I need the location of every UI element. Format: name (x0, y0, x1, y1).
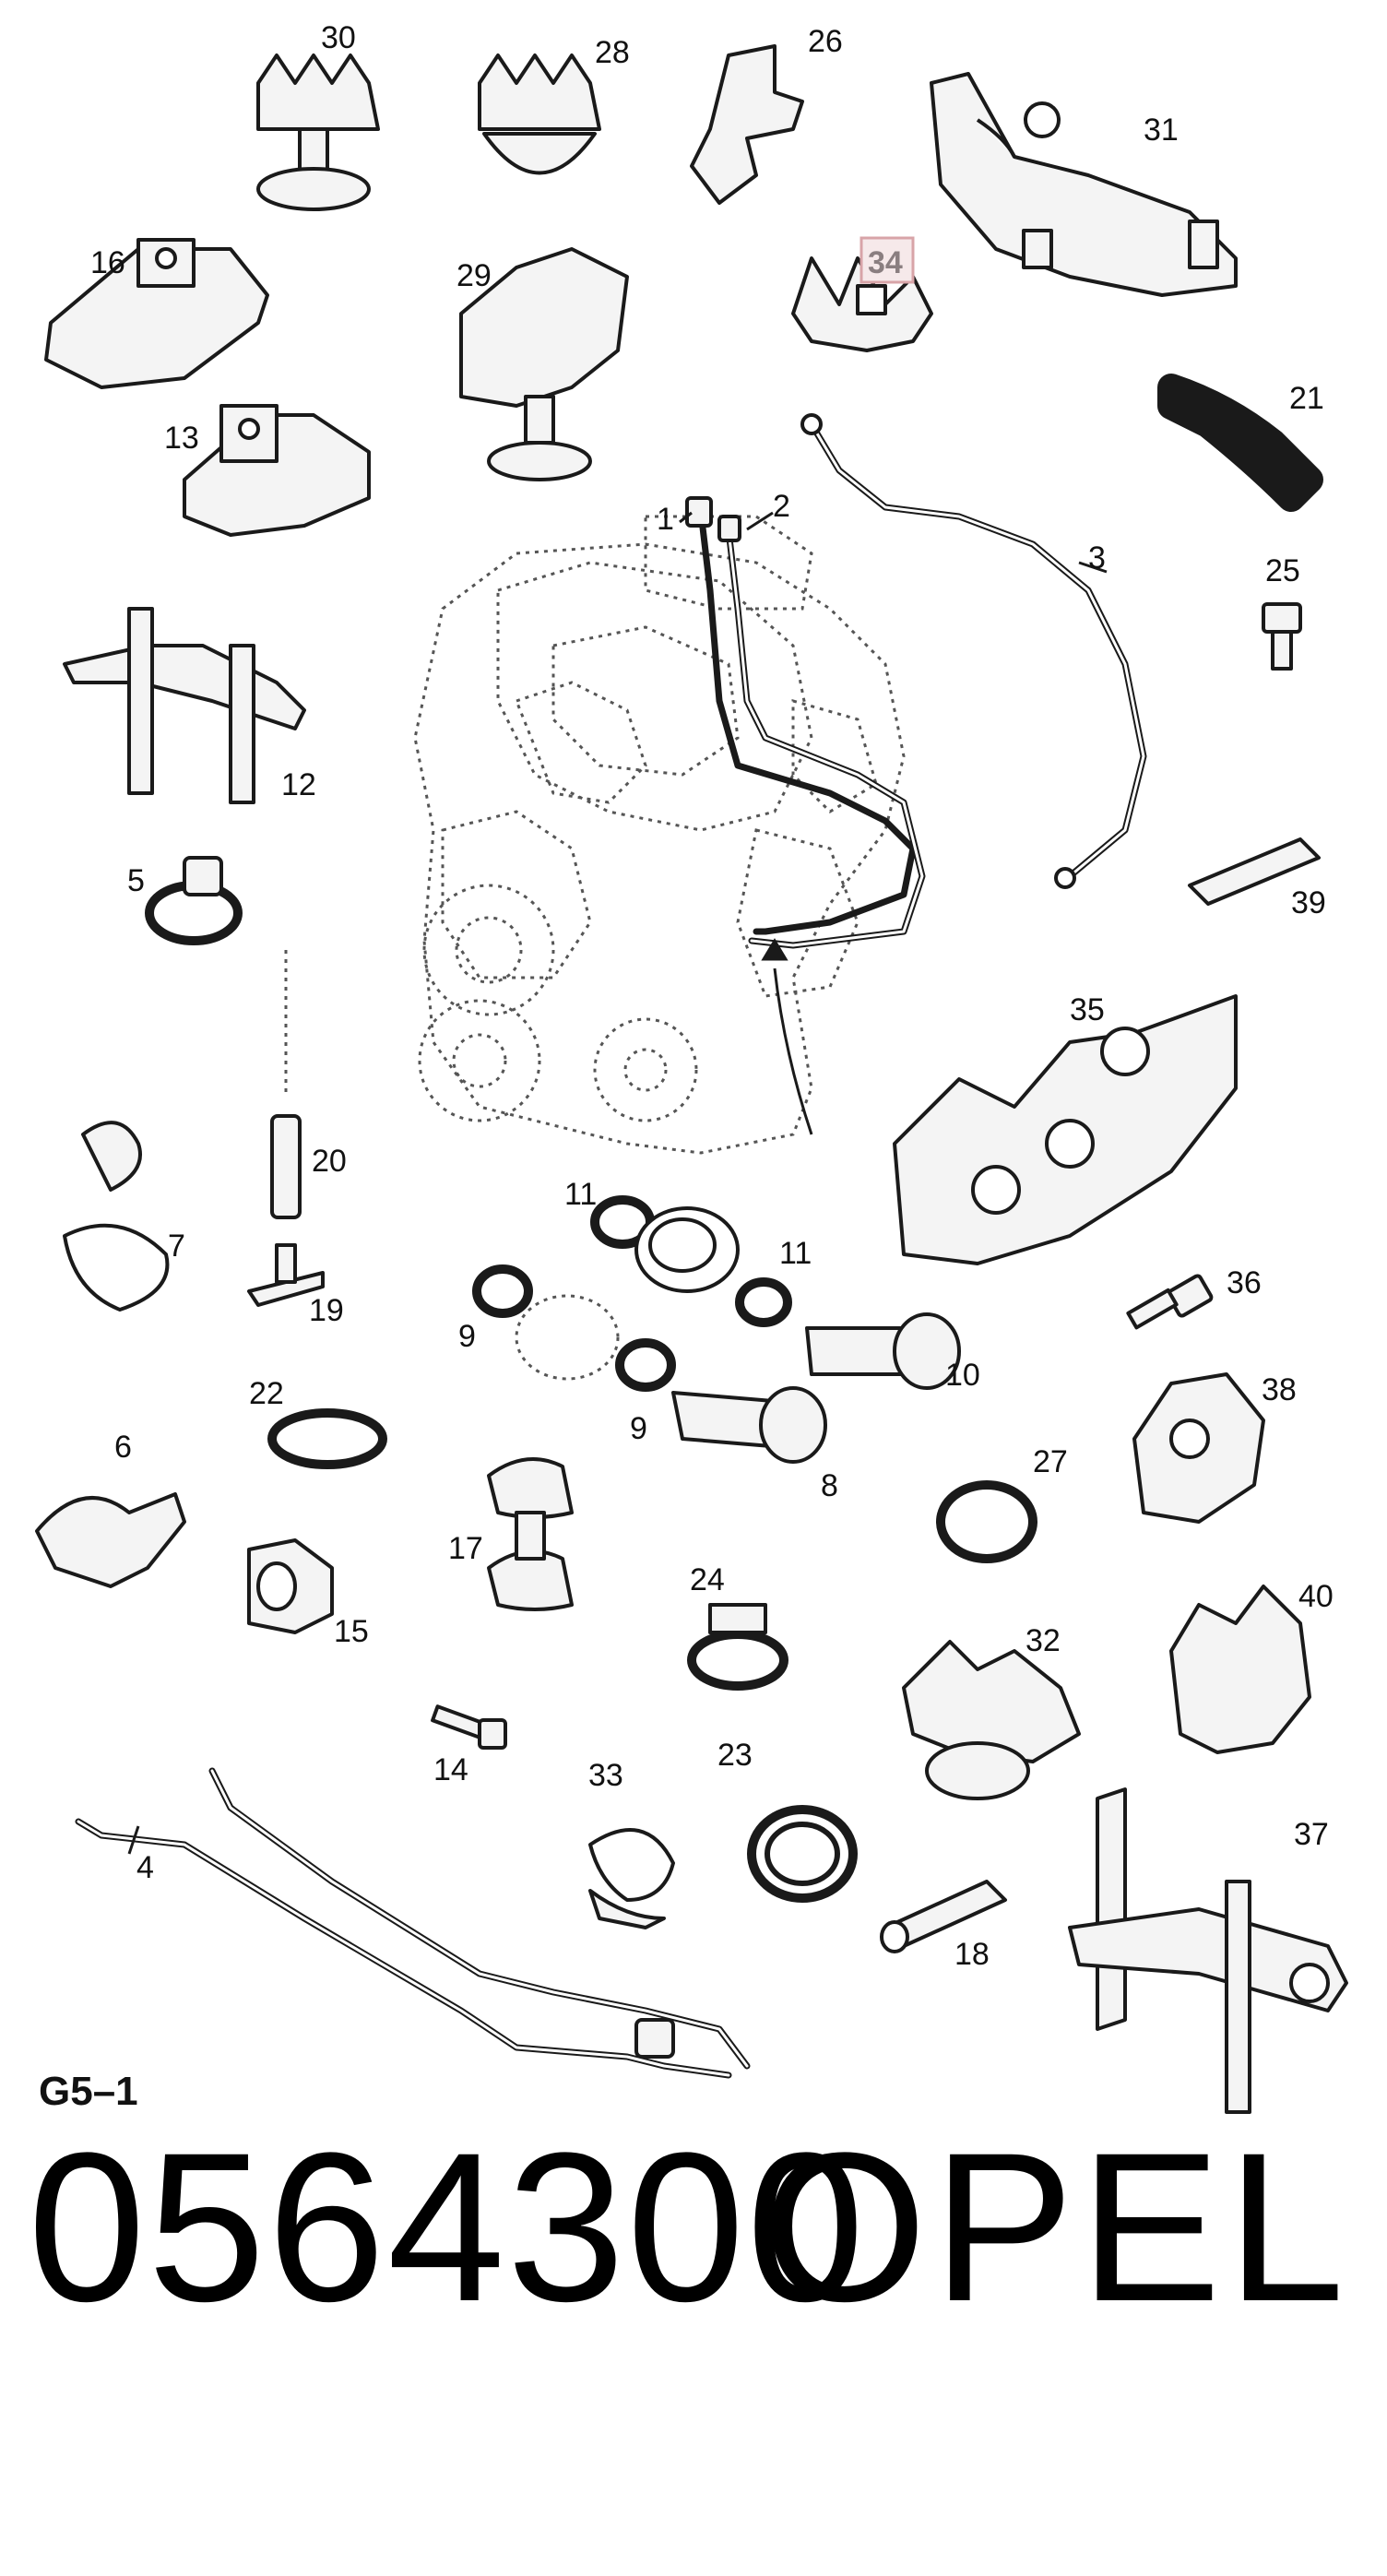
callout-2: 2 (773, 489, 790, 524)
brand-name: OPEL (762, 2108, 1350, 2345)
spacer-ring-a (634, 1206, 740, 1293)
callout-13: 13 (164, 421, 199, 456)
wiring-harness (685, 496, 926, 1135)
clip-28 (478, 53, 601, 175)
callout-7: 7 (168, 1229, 185, 1264)
clip-16 (44, 238, 269, 389)
callouts: 30 28 26 31 16 29 34 21 13 1 2 3 25 12 5… (90, 20, 1334, 1972)
clip-13 (183, 404, 371, 537)
clamp-22 (267, 1408, 387, 1469)
callout-19: 19 (309, 1293, 344, 1328)
clip-40 (1169, 1585, 1311, 1754)
clamp-5 (145, 856, 243, 945)
tee-19 (247, 1243, 325, 1307)
strip-39 (1188, 837, 1321, 906)
callout-12: 12 (281, 767, 316, 802)
callout-14: 14 (433, 1752, 468, 1787)
callout-26: 26 (808, 24, 843, 59)
callout-11-upper: 11 (564, 1177, 597, 1212)
callout-4: 4 (136, 1850, 154, 1885)
sleeve-18 (880, 1880, 1007, 1953)
callout-18: 18 (954, 1937, 990, 1972)
spacer-ring-b (515, 1294, 620, 1381)
bolt-25 (1262, 602, 1302, 671)
clamp-27 (936, 1480, 1037, 1563)
callout-9-lower: 9 (630, 1411, 647, 1446)
clip-33 (588, 1828, 675, 1929)
bracket-37 (1068, 1787, 1348, 2114)
washer-9b (615, 1338, 676, 1392)
callout-38: 38 (1262, 1372, 1297, 1407)
callout-34: 34 (868, 245, 903, 280)
callout-5: 5 (127, 863, 145, 898)
callout-30: 30 (321, 20, 356, 55)
clamp-23 (747, 1805, 858, 1903)
banjo-bolt-10 (805, 1312, 961, 1390)
callout-22: 22 (249, 1376, 284, 1411)
clip-30 (256, 53, 380, 211)
callout-37: 37 (1294, 1817, 1329, 1852)
callout-21: 21 (1289, 381, 1324, 416)
washer-11b (735, 1277, 792, 1327)
bracket-12 (63, 607, 306, 804)
callout-28: 28 (595, 35, 630, 70)
hose-21 (1157, 374, 1323, 512)
callout-27: 27 (1033, 1444, 1068, 1479)
callout-32: 32 (1025, 1623, 1061, 1658)
clip-29 (459, 247, 629, 481)
clip-17 (487, 1457, 574, 1611)
callout-31: 31 (1144, 113, 1179, 148)
callout-39: 39 (1291, 885, 1326, 920)
clip-26 (690, 44, 804, 205)
callout-23: 23 (717, 1738, 753, 1773)
clip-15 (247, 1538, 334, 1634)
callout-1: 1 (657, 502, 674, 537)
bolt-36 (1126, 1274, 1214, 1330)
clip-32 (902, 1640, 1081, 1800)
callout-40: 40 (1298, 1579, 1334, 1614)
callout-25: 25 (1265, 553, 1300, 588)
callout-29: 29 (456, 258, 492, 293)
clip-35 (893, 994, 1238, 1265)
callout-17: 17 (448, 1531, 483, 1566)
callout-6: 6 (114, 1430, 132, 1465)
callout-33: 33 (588, 1758, 623, 1793)
callout-36: 36 (1227, 1265, 1262, 1300)
pipe-20 (270, 950, 302, 1219)
leader-lines (127, 511, 1108, 1855)
sheet-code: G5–1 (39, 2069, 138, 2114)
bolt-14 (431, 1704, 507, 1750)
callout-10: 10 (945, 1358, 980, 1393)
callout-20: 20 (312, 1144, 347, 1179)
callout-8: 8 (821, 1468, 838, 1503)
clamp-24 (687, 1603, 788, 1691)
clip-31 (930, 72, 1238, 297)
engine-block (413, 515, 906, 1155)
pipe-3 (800, 413, 1147, 889)
clip-7 (63, 1121, 170, 1312)
pipe-4 (75, 1767, 751, 2079)
banjo-bolt-8 (671, 1386, 827, 1464)
washer-9a (472, 1264, 533, 1318)
callout-3: 3 (1088, 540, 1106, 576)
callout-11-lower: 11 (779, 1236, 812, 1271)
clip-6 (35, 1492, 186, 1588)
part-number: 0564300 (28, 2108, 867, 2345)
clip-38 (1132, 1372, 1265, 1524)
highlight-box-34 (859, 236, 915, 284)
callout-24: 24 (690, 1562, 725, 1597)
callout-9-upper: 9 (458, 1319, 476, 1354)
callout-16: 16 (90, 245, 125, 280)
callout-15: 15 (334, 1614, 369, 1649)
parts-diagram: 30 28 26 31 16 29 34 21 13 1 2 3 25 12 5… (35, 20, 1348, 2114)
callout-35: 35 (1070, 992, 1105, 1027)
